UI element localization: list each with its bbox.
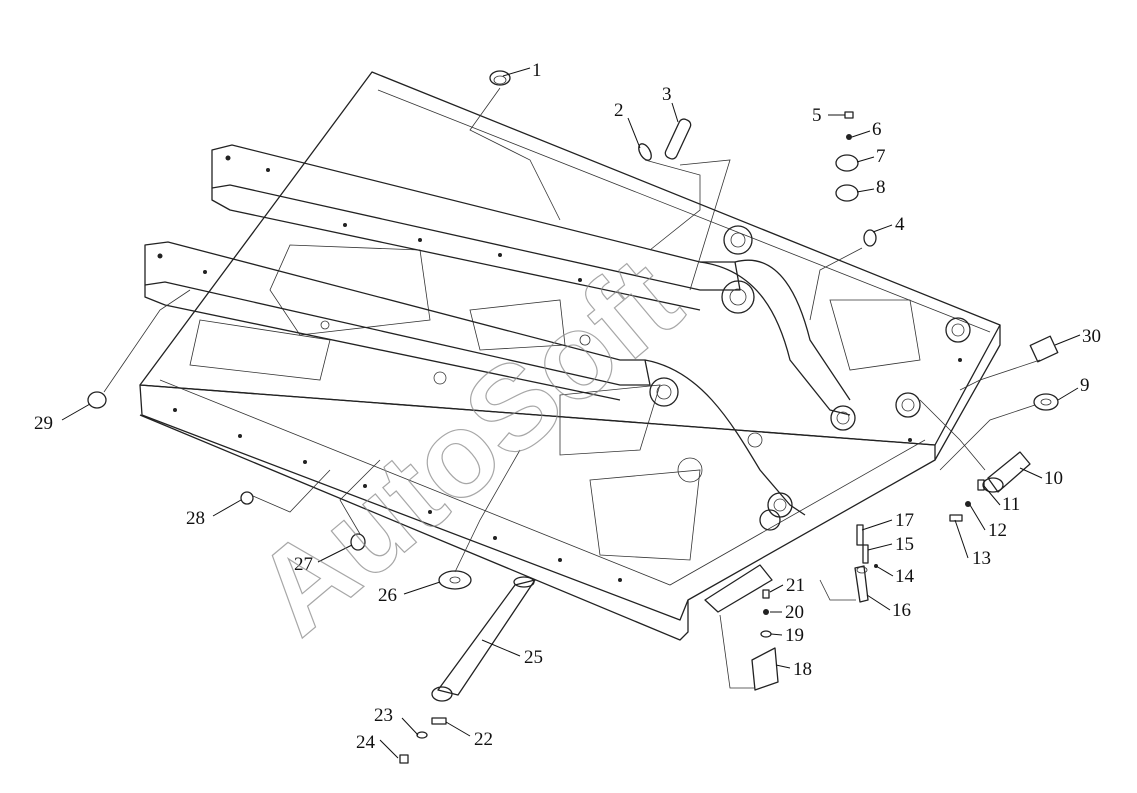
callout-25: 25 <box>524 647 543 668</box>
callout-9: 9 <box>1080 375 1090 396</box>
callout-17: 17 <box>895 510 914 531</box>
callout-1: 1 <box>532 60 542 81</box>
callout-6: 6 <box>872 119 882 140</box>
part-26-washer <box>438 570 472 590</box>
callout-28: 28 <box>186 508 205 529</box>
callout-18: 18 <box>793 659 812 680</box>
callout-27: 27 <box>294 554 313 575</box>
part-29-bushing <box>87 391 107 409</box>
callout-24: 24 <box>356 732 376 753</box>
watermark-text: AutoSoft <box>231 232 705 660</box>
callout-23: 23 <box>374 705 393 726</box>
part-step-plate <box>704 564 773 613</box>
callout-29: 29 <box>34 413 53 434</box>
parts-5-8-bolt-cover <box>835 111 859 202</box>
callout-12: 12 <box>988 520 1007 541</box>
part-27-bushing <box>350 533 366 551</box>
callout-7: 7 <box>876 146 886 167</box>
callout-8: 8 <box>876 177 886 198</box>
callout-5: 5 <box>812 105 822 126</box>
part-2-ring <box>638 143 652 161</box>
parts-22-24-fasteners <box>399 717 447 764</box>
callout-21: 21 <box>786 575 805 596</box>
parts-14-17-link <box>854 524 878 603</box>
callout-4: 4 <box>895 214 905 235</box>
part-25-cylinder <box>431 576 536 702</box>
parts-11-13-fasteners <box>949 479 985 522</box>
callout-13: 13 <box>972 548 991 569</box>
part-1-bushing <box>489 70 511 86</box>
callout-16: 16 <box>892 600 911 621</box>
callout-15: 15 <box>895 534 914 555</box>
part-4-bushing <box>863 229 877 247</box>
side-rails <box>144 144 851 516</box>
part-9-washer <box>1033 393 1059 411</box>
part-18-bracket <box>751 647 779 691</box>
callout-30: 30 <box>1082 326 1101 347</box>
pivot-bosses <box>320 225 971 531</box>
callout-14: 14 <box>895 566 915 587</box>
parts-19-21-fasteners <box>760 589 772 638</box>
callout-10: 10 <box>1044 468 1063 489</box>
part-3-plate <box>664 118 692 160</box>
callout-26: 26 <box>378 585 397 606</box>
callout-2: 2 <box>614 100 624 121</box>
part-10-pin <box>982 451 1031 493</box>
rivet-dots <box>157 155 962 582</box>
callout-3: 3 <box>662 84 672 105</box>
main-frame <box>139 71 1001 641</box>
callout-19: 19 <box>785 625 804 646</box>
callout-22: 22 <box>474 729 493 750</box>
part-28-bushing <box>240 491 254 505</box>
callout-11: 11 <box>1002 494 1020 515</box>
callout-labels: 1 2 3 4 5 6 7 8 9 10 11 12 13 14 15 16 1… <box>34 60 1101 753</box>
leader-lines <box>61 67 1081 759</box>
watermark-autosoft: AutoSoft <box>230 231 705 660</box>
callout-20: 20 <box>785 602 804 623</box>
part-30-pad <box>1029 335 1059 363</box>
